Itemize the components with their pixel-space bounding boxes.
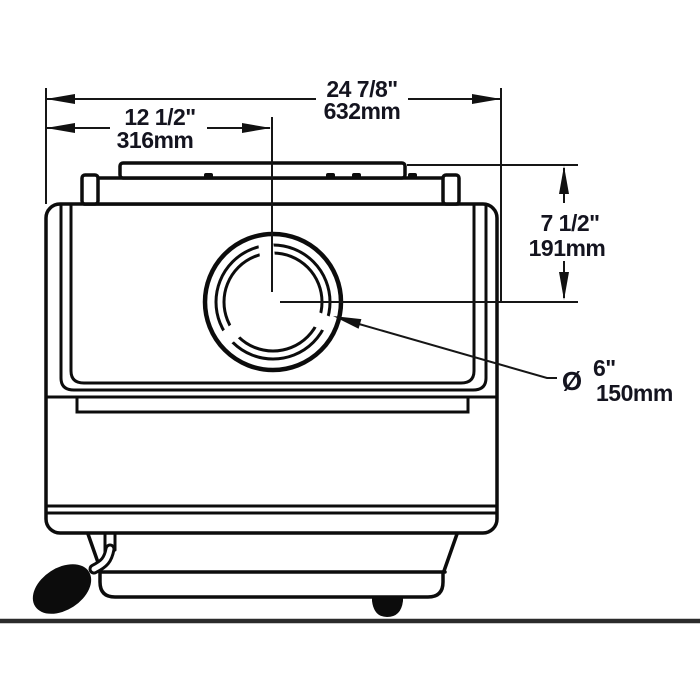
collar-notch-top	[257, 237, 276, 261]
label-overall-width-inches: 24 7/8"	[326, 76, 397, 102]
rod-core	[91, 546, 113, 572]
dim-overall-width: 24 7/8" 632mm	[45, 76, 502, 301]
label-overall-width-mm: 632mm	[324, 98, 401, 124]
top-plate-narrow	[118, 161, 407, 180]
dim-flue-diameter: Ø 6" 150mm	[333, 316, 673, 406]
arrow-offset-right	[242, 123, 271, 133]
leader-line-diameter	[351, 321, 557, 379]
arrow-diameter	[333, 316, 362, 329]
body-step-seam	[75, 395, 470, 414]
tray-pan	[98, 570, 445, 599]
label-flue-height-inches: 7 1/2"	[540, 210, 599, 236]
plate-screw-1	[204, 173, 213, 179]
plate-left-tab	[80, 173, 100, 206]
arrow-height-up	[559, 166, 569, 194]
back-panel-outer	[59, 204, 488, 392]
label-flue-offset-mm: 316mm	[117, 127, 194, 153]
stove-foot	[372, 597, 403, 617]
collar-notch-right	[307, 309, 334, 333]
pedestal-right-edge	[442, 532, 459, 573]
arrow-width-right	[472, 94, 501, 104]
dim-flue-offset: 12 1/2" 316mm	[46, 104, 273, 292]
top-plates	[80, 161, 461, 206]
arrow-offset-left	[46, 123, 75, 133]
label-diameter-symbol: Ø	[562, 366, 582, 396]
label-flue-height-mm: 191mm	[529, 235, 606, 261]
pedestal-base	[86, 532, 459, 617]
arrow-height-down	[559, 272, 569, 300]
label-flue-offset-inches: 12 1/2"	[124, 104, 195, 130]
label-diameter-mm: 150mm	[596, 380, 673, 406]
plate-screw-3	[352, 173, 361, 179]
back-panel-inner	[69, 204, 476, 385]
plate-right-tab	[441, 173, 461, 206]
damper-control	[32, 532, 117, 614]
collar-notch-lower-left	[219, 320, 246, 346]
label-diameter-inches: 6"	[593, 355, 616, 381]
plate-screw-4	[408, 173, 417, 179]
dim-flue-height: 7 1/2" 191mm	[280, 164, 606, 303]
plate-screw-2	[326, 173, 335, 179]
damper-handle	[32, 564, 92, 614]
arrow-width-left	[46, 94, 75, 104]
